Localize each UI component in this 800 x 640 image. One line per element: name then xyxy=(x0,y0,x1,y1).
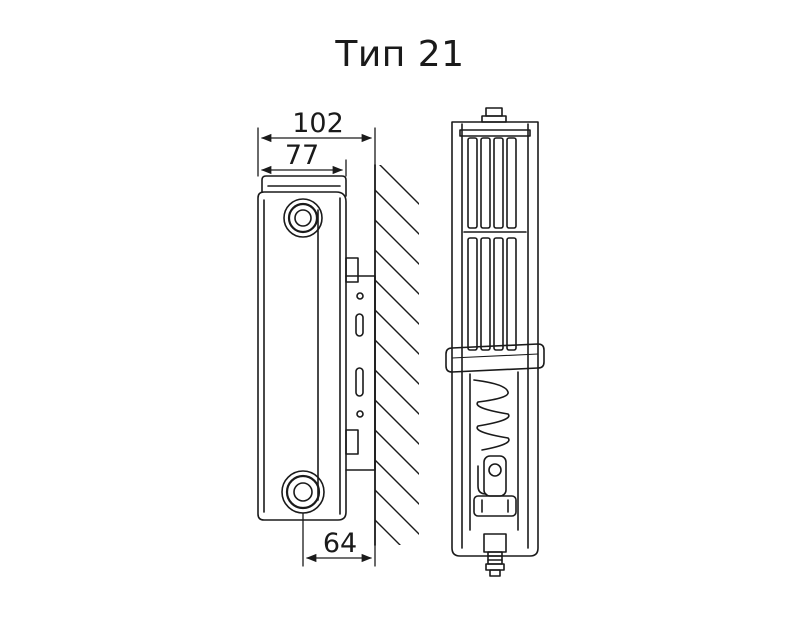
diagram-title: Тип 21 xyxy=(335,34,465,75)
radiator-side-view xyxy=(257,175,376,521)
dimension-connection-offset: 64 xyxy=(323,528,357,559)
convector-fins-upper xyxy=(467,137,517,229)
dimension-panel-depth: 77 xyxy=(285,140,319,171)
heat-exchanger-zigzag xyxy=(473,379,510,451)
radiator-front-section-view xyxy=(445,107,545,577)
dimension-overall-depth: 102 xyxy=(292,108,344,139)
bottom-outlet xyxy=(483,533,507,577)
wall xyxy=(374,164,419,546)
wall-bracket xyxy=(345,257,376,471)
section-band xyxy=(445,343,545,373)
wall-hatching xyxy=(375,165,419,545)
dimension-lines xyxy=(257,127,376,567)
convector-fins-lower xyxy=(467,237,517,351)
valve-assembly xyxy=(473,455,517,517)
top-connection-nipple xyxy=(283,198,323,238)
